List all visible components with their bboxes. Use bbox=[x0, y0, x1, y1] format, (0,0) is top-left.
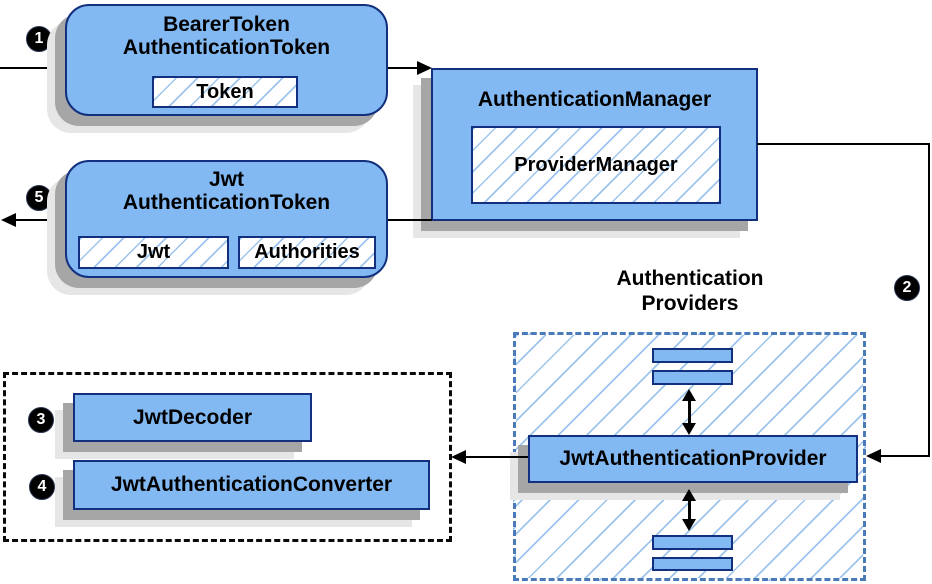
step-4-badge: 4 bbox=[29, 474, 55, 500]
arrowhead-left-icon bbox=[451, 450, 466, 464]
provider-stack-bar bbox=[652, 370, 733, 385]
arrowhead-left-icon bbox=[866, 449, 881, 463]
connector-provider-bottom bbox=[688, 498, 691, 522]
arrowhead-up-icon bbox=[682, 389, 696, 401]
jwt-decoders-group bbox=[3, 372, 452, 542]
connector-response-out bbox=[14, 219, 65, 221]
arrowhead-right-icon bbox=[417, 61, 432, 75]
connector-token-to-manager bbox=[388, 67, 419, 69]
step-1-badge: 1 bbox=[26, 26, 52, 52]
provider-stack-bar bbox=[652, 535, 733, 550]
connector-manager-right bbox=[757, 143, 930, 145]
provider-stack-bar bbox=[652, 348, 733, 363]
jwt-authentication-converter-node: JwtAuthenticationConverter bbox=[73, 460, 430, 510]
jwt-authentication-token-node: Jwt AuthenticationToken Jwt Authorities bbox=[65, 160, 388, 278]
authentication-providers-label-line1: Authentication bbox=[616, 267, 764, 290]
connector-manager-to-jwt-token bbox=[388, 219, 432, 221]
bearer-token-authentication-token-node: BearerToken AuthenticationToken Token bbox=[65, 4, 388, 116]
connector-into-provider bbox=[879, 455, 930, 457]
connector-request-in bbox=[0, 67, 65, 69]
provider-stack-bar bbox=[652, 557, 733, 571]
node-title: Jwt bbox=[208, 168, 244, 191]
authentication-manager-node: AuthenticationManager ProviderManager bbox=[431, 68, 758, 221]
jwt-decoder-node: JwtDecoder bbox=[73, 393, 312, 442]
arrowhead-down-icon bbox=[682, 423, 696, 435]
arrowhead-up-icon bbox=[682, 489, 696, 501]
arrowhead-down-icon bbox=[682, 519, 696, 531]
node-title: AuthenticationToken bbox=[122, 191, 331, 214]
authentication-providers-label-line2: Providers bbox=[641, 292, 739, 315]
step-5-badge: 5 bbox=[26, 185, 52, 211]
step-3-badge: 3 bbox=[28, 407, 54, 433]
arrowhead-left-icon bbox=[1, 213, 16, 227]
node-title: AuthenticationManager bbox=[477, 88, 712, 111]
authentication-providers-label: Authentication Providers bbox=[565, 266, 815, 316]
authorities-slot: Authorities bbox=[238, 236, 376, 269]
jwt-authentication-provider-node: JwtAuthenticationProvider bbox=[528, 435, 858, 483]
jwt-slot: Jwt bbox=[78, 236, 229, 269]
node-title: BearerToken bbox=[163, 13, 290, 36]
step-2-badge: 2 bbox=[894, 275, 920, 301]
connector-provider-top bbox=[688, 398, 691, 426]
provider-manager-slot: ProviderManager bbox=[471, 126, 721, 204]
connector-provider-to-decoders bbox=[464, 456, 528, 458]
token-slot: Token bbox=[152, 76, 298, 108]
connector-right-vertical bbox=[928, 143, 930, 457]
node-title: AuthenticationToken bbox=[122, 36, 331, 59]
